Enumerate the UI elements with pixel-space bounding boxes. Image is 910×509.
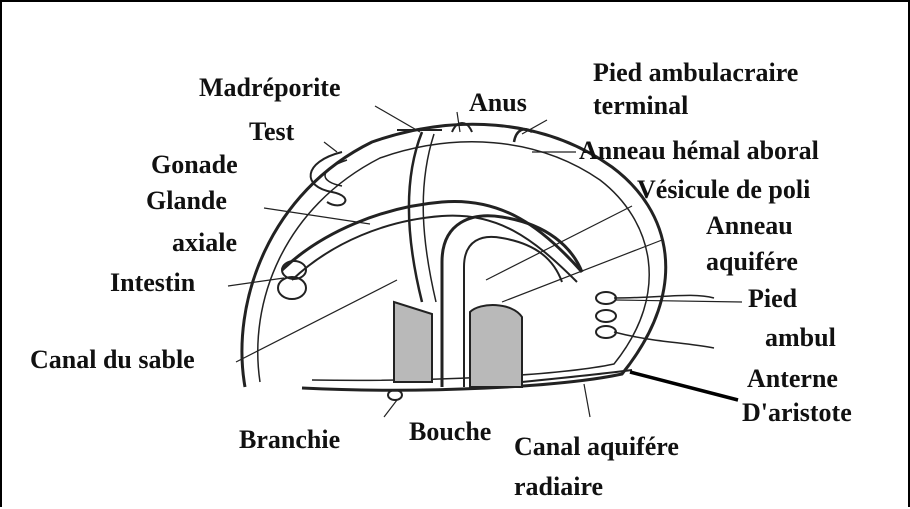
lanterne-right-jaw bbox=[470, 305, 522, 387]
label-glande: Glande bbox=[146, 188, 227, 214]
label-ambul: ambul bbox=[765, 325, 836, 351]
intestin-shape bbox=[282, 201, 582, 272]
label-canal-du-sable: Canal du sable bbox=[30, 347, 195, 373]
label-canal-aquifere: Canal aquifére bbox=[514, 434, 679, 460]
pied-terminal-shape bbox=[514, 129, 532, 142]
label-terminal: terminal bbox=[593, 93, 688, 119]
label-anneau-hemal-aboral: Anneau hémal aboral bbox=[579, 138, 819, 164]
label-anterne: Anterne bbox=[747, 366, 838, 392]
label-radiaire: radiaire bbox=[514, 474, 603, 500]
label-anus: Anus bbox=[469, 90, 527, 116]
label-pied: Pied bbox=[748, 286, 797, 312]
lanterne-pointer bbox=[630, 372, 738, 400]
label-branchie: Branchie bbox=[239, 427, 340, 453]
label-bouche: Bouche bbox=[409, 419, 491, 445]
label-intestin: Intestin bbox=[110, 270, 195, 296]
test-shell-inner bbox=[258, 142, 649, 382]
tube-foot-2 bbox=[596, 310, 616, 322]
label-madreporite: Madréporite bbox=[199, 75, 341, 101]
lanterne-left-jaw bbox=[394, 302, 432, 382]
glande-axiale-shape bbox=[409, 132, 422, 302]
tube-foot-1 bbox=[596, 292, 616, 304]
label-aquifere: aquifére bbox=[706, 249, 798, 275]
label-vesicule-de-poli: Vésicule de poli bbox=[637, 177, 810, 203]
label-daristote: D'aristote bbox=[742, 400, 852, 426]
intestin-bulb-2 bbox=[278, 277, 306, 299]
tube-foot-3 bbox=[596, 326, 616, 338]
label-pied-ambulacraire: Pied ambulacraire bbox=[593, 60, 798, 86]
label-axiale: axiale bbox=[172, 230, 237, 256]
label-gonade: Gonade bbox=[151, 152, 238, 178]
label-anneau: Anneau bbox=[706, 213, 793, 239]
label-test: Test bbox=[249, 119, 294, 145]
